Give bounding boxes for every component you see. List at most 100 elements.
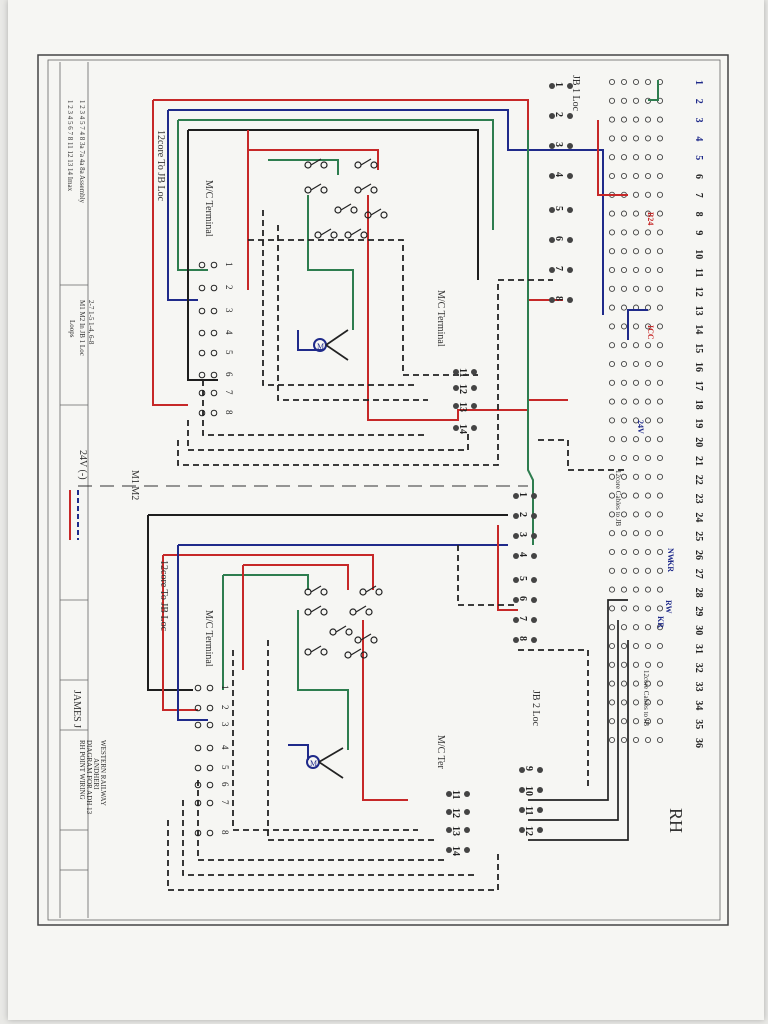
svg-text:14: 14 bbox=[450, 846, 461, 856]
contact-point bbox=[360, 231, 368, 239]
svg-text:19: 19 bbox=[693, 418, 704, 428]
contact-point bbox=[354, 636, 362, 644]
terminal-dot bbox=[632, 360, 640, 368]
cables-label-bottom: 12core Cables to JB bbox=[642, 670, 650, 727]
contact-point bbox=[370, 636, 378, 644]
jb2-lower-terminal: 10 bbox=[523, 786, 534, 796]
jb-terminal-dot bbox=[531, 513, 537, 519]
contact-point bbox=[350, 206, 358, 214]
contact-point bbox=[320, 186, 328, 194]
mc-terminal-dot bbox=[206, 829, 214, 837]
terminal-dot bbox=[644, 285, 652, 292]
terminal-dot bbox=[608, 567, 616, 574]
svg-text:12: 12 bbox=[693, 287, 704, 297]
svg-text:1: 1 bbox=[224, 262, 234, 267]
svg-text:11: 11 bbox=[523, 806, 534, 815]
terminal-number: 17 bbox=[693, 381, 704, 391]
terminal-number: 34 bbox=[693, 700, 704, 710]
terminal-dot bbox=[656, 135, 664, 142]
jb2-terminal: 7 bbox=[517, 616, 528, 621]
terminal-dot bbox=[644, 699, 652, 706]
svg-text:1: 1 bbox=[553, 82, 564, 87]
contact-arm bbox=[350, 648, 362, 656]
terminal-dot bbox=[608, 116, 616, 123]
contact-point bbox=[304, 186, 312, 194]
terminal-dot bbox=[620, 454, 628, 462]
contact-arm bbox=[360, 183, 372, 191]
drawing-sheet: 1 2 3 4 5 6 7 8 11 12 13 14 Imax 1 2 3 4… bbox=[8, 0, 764, 1020]
jb2-lower-terminal: 9 bbox=[523, 766, 534, 771]
terminal-dot bbox=[620, 135, 628, 142]
mc-terminal-label-mid: M/C Terminal bbox=[435, 290, 446, 347]
svg-text:9: 9 bbox=[523, 766, 534, 771]
svg-text:KR: KR bbox=[656, 616, 665, 628]
mc-ter-label: M/C Ter bbox=[435, 735, 446, 770]
terminal-dot bbox=[644, 154, 652, 161]
contact-point bbox=[375, 588, 383, 596]
terminal-dot bbox=[608, 210, 616, 217]
svg-text:36: 36 bbox=[693, 738, 704, 748]
svg-text:2: 2 bbox=[220, 705, 230, 710]
svg-text:5: 5 bbox=[220, 765, 230, 770]
svg-text:M1 M2: M1 M2 bbox=[129, 470, 140, 500]
terminal-dot bbox=[632, 285, 640, 292]
jb-terminal-dot bbox=[513, 513, 519, 519]
outer-border bbox=[37, 54, 729, 926]
mc-terminal-dot bbox=[206, 704, 214, 712]
jb2-terminal: 3 bbox=[517, 532, 528, 537]
terminal-dot bbox=[608, 680, 616, 687]
jb-terminal-dot bbox=[471, 369, 477, 375]
jb2-terminal: 8 bbox=[517, 636, 528, 641]
svg-text:15: 15 bbox=[693, 343, 704, 353]
jb2-terminal: 6 bbox=[517, 596, 528, 601]
terminal-number: 12 bbox=[693, 287, 704, 297]
contact-point bbox=[360, 651, 368, 659]
contact-arm bbox=[310, 645, 322, 653]
svg-text:6: 6 bbox=[693, 174, 704, 179]
mc-terminal: 3 bbox=[224, 308, 234, 313]
svg-text:12core To JB Loc: 12core To JB Loc bbox=[155, 130, 166, 202]
terminal-dot bbox=[656, 417, 664, 424]
svg-text:17: 17 bbox=[693, 381, 704, 391]
terminal-dot bbox=[620, 304, 628, 311]
jb1-lower-terminal: 13 bbox=[457, 402, 468, 412]
svg-text:4: 4 bbox=[693, 136, 704, 141]
title-line-3: ANDHERI bbox=[92, 758, 100, 790]
contact-arm bbox=[360, 158, 372, 166]
mc-terminal: 5 bbox=[224, 350, 234, 355]
terminal-dot bbox=[656, 285, 664, 292]
svg-text:2: 2 bbox=[517, 512, 528, 517]
svg-text:26: 26 bbox=[693, 550, 704, 560]
contact-arm bbox=[365, 585, 377, 593]
terminal-dot bbox=[620, 398, 628, 405]
svg-text:RW: RW bbox=[664, 600, 673, 614]
svg-text:4: 4 bbox=[517, 552, 528, 557]
terminal-dot bbox=[644, 530, 652, 537]
contact-point bbox=[320, 161, 328, 169]
jb-terminal-dot bbox=[513, 597, 519, 603]
svg-text:4: 4 bbox=[553, 172, 564, 177]
terminal-number: 4 bbox=[693, 136, 704, 141]
terminal-dot bbox=[644, 567, 652, 574]
mc-terminal-dot bbox=[210, 409, 218, 417]
jb2-terminal: 2 bbox=[517, 512, 528, 517]
wiring-diagram: 1 2 3 4 5 6 7 8 11 12 13 14 Imax 1 2 3 4… bbox=[37, 54, 729, 926]
terminal-dot bbox=[644, 454, 652, 462]
terminal-number: 5 bbox=[693, 155, 704, 160]
terminal-number: 11 bbox=[693, 268, 704, 277]
terminal-dot bbox=[620, 285, 628, 292]
contact-arm bbox=[310, 585, 322, 593]
jb2-lower-terminal: 12 bbox=[523, 826, 534, 836]
jb-terminal-dot bbox=[471, 425, 477, 431]
terminal-dot bbox=[620, 548, 628, 556]
contact-point bbox=[304, 608, 312, 616]
svg-text:3: 3 bbox=[693, 118, 704, 123]
terminal-dot bbox=[620, 97, 628, 104]
terminal-dot bbox=[644, 624, 652, 631]
mc-terminal: 6 bbox=[224, 372, 234, 377]
terminal-dot bbox=[632, 511, 640, 518]
terminal-dot bbox=[620, 210, 628, 217]
terminal-dot bbox=[632, 210, 640, 217]
title-line-1: RH POINT WIRING bbox=[78, 740, 86, 800]
svg-text:8: 8 bbox=[220, 830, 230, 835]
